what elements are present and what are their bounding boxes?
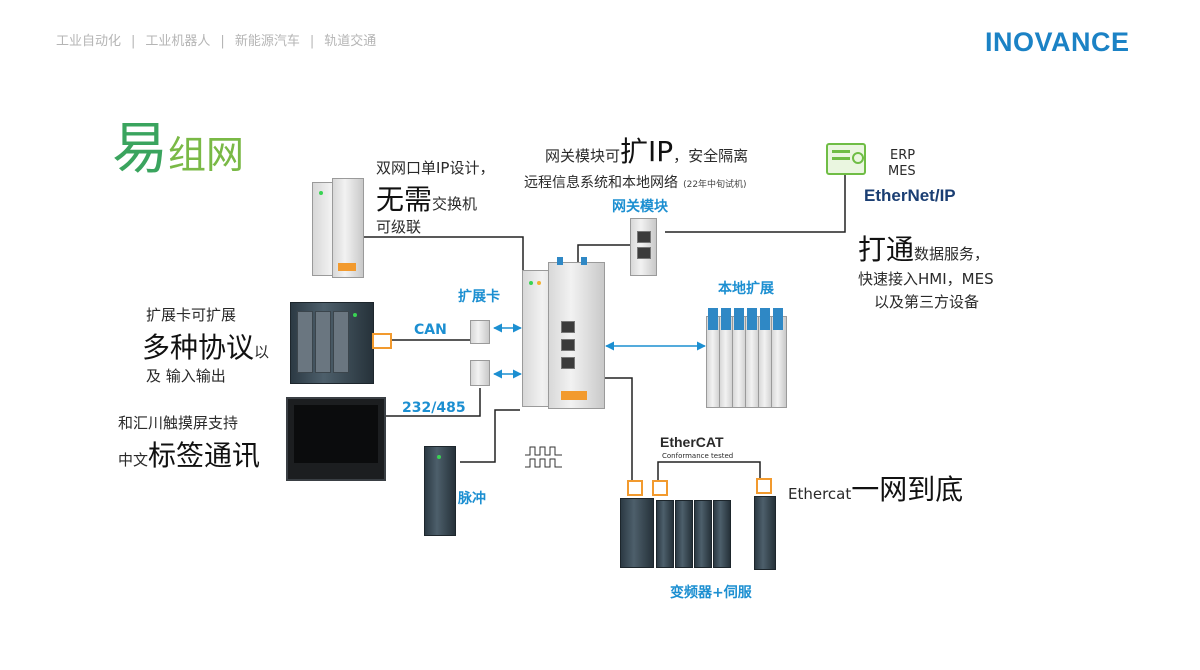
connect-line1: 打通数据服务，: [858, 228, 989, 268]
wire-ethercat-chain: [657, 461, 761, 480]
ethercat-logo: EtherCAT: [660, 434, 724, 450]
hmi-line2-big: 标签通讯: [148, 439, 261, 472]
local-expansion-modules: [706, 308, 787, 408]
expansion-line2: 多种协议以: [142, 326, 269, 366]
ethercat-connector-icon: [756, 478, 772, 494]
local-expansion-label: 本地扩展: [718, 281, 774, 297]
gateway-line1-post: ，安全隔离: [673, 147, 749, 165]
wire-gateway-erp: [665, 175, 846, 233]
expansion-big: 多种协议: [142, 331, 255, 364]
nav-separator: |: [131, 34, 136, 49]
plc-top-left-module: [332, 178, 364, 278]
connect-line1-rest: 数据服务，: [914, 245, 990, 263]
gateway-line1: 网关模块可扩IP，安全隔离: [545, 130, 748, 170]
wire-serial: [385, 388, 481, 417]
ethernet-ip-logo: EtherNet/IP: [864, 186, 956, 205]
nav-item-new-energy-vehicle[interactable]: 新能源汽车: [234, 34, 300, 49]
connect-big: 打通: [858, 233, 915, 266]
erp-label: ERP: [890, 148, 916, 163]
serial-label: 232/485: [402, 400, 466, 416]
gateway-module: [630, 218, 657, 276]
dual-port-line2: 无需交换机: [376, 178, 477, 218]
drives-group: [620, 498, 732, 568]
nav-item-industrial-automation[interactable]: 工业自动化: [56, 34, 122, 49]
nav-separator: |: [220, 34, 225, 49]
wire-ethercat-main: [600, 377, 633, 480]
pulse-label: 脉冲: [458, 491, 486, 507]
expansion-card-serial: [470, 360, 490, 386]
main-plc-cpu: [548, 257, 605, 409]
ethercat-connector-icon: [627, 480, 643, 496]
can-connector-icon: [372, 333, 392, 349]
expansion-card-can: [470, 320, 490, 344]
gateway-line1-big: 扩IP: [620, 135, 674, 168]
gateway-line2-text: 远程信息系统和本地网络: [524, 175, 678, 191]
wire-cascade: [360, 236, 535, 346]
ethercat-connector-icon: [652, 480, 668, 496]
pulse-servo-drive: [424, 446, 456, 536]
hmi-line2-pre: 中文: [118, 451, 149, 469]
gateway-line1-pre: 网关模块可: [545, 147, 621, 165]
ethercat-text-pre: Ethercat: [788, 485, 852, 503]
nav-separator: |: [309, 34, 315, 49]
hmi-line2: 中文标签通讯: [118, 434, 260, 474]
inovance-logo: INOVANCE: [985, 27, 1130, 57]
nav-item-industrial-robot[interactable]: 工业机器人: [145, 34, 211, 49]
expansion-card-label: 扩展卡: [458, 289, 500, 305]
expansion-line1: 扩展卡可扩展: [146, 306, 237, 324]
expansion-line3: 及 输入输出: [146, 367, 226, 385]
gateway-line2: 远程信息系统和本地网络 (22年中旬试机): [524, 172, 747, 192]
title-part-1: 易: [112, 117, 168, 182]
io-rack: [290, 302, 374, 384]
ethercat-text-big: 一网到底: [851, 473, 964, 506]
ethercat-logo-sub: Conformance tested: [662, 452, 734, 460]
dual-port-big: 无需: [376, 183, 433, 216]
mes-label: MES: [888, 164, 916, 179]
erp-server-icon: [826, 143, 866, 175]
gateway-module-label: 网关模块: [612, 199, 668, 215]
dual-port-line1: 双网口单IP设计，: [376, 159, 495, 177]
drives-label: 变频器+伺服: [670, 585, 752, 601]
connect-line3: 以及第三方设备: [874, 293, 980, 311]
connect-line2: 快速接入HMI，MES: [858, 270, 994, 288]
page-title: 易组网: [112, 104, 244, 185]
servo-drive-single: [754, 496, 776, 570]
top-nav: 工业自动化 | 工业机器人 | 新能源汽车 | 轨道交通: [56, 30, 376, 49]
gateway-line2-note: (22年中旬试机): [683, 180, 747, 190]
hmi-touchscreen: [286, 397, 386, 481]
hmi-line1: 和汇川触摸屏支持: [118, 414, 239, 432]
expansion-big-post: 以: [254, 343, 270, 361]
wire-pulse: [460, 409, 520, 463]
dual-port-rest: 交换机: [432, 195, 478, 213]
ethercat-text: Ethercat一网到底: [788, 468, 963, 508]
pulse-waveform: [525, 446, 562, 468]
dual-port-line3: 可级联: [376, 218, 422, 236]
title-part-2: 组网: [168, 133, 245, 177]
can-label: CAN: [414, 322, 447, 338]
nav-item-rail-transit[interactable]: 轨道交通: [324, 34, 377, 49]
